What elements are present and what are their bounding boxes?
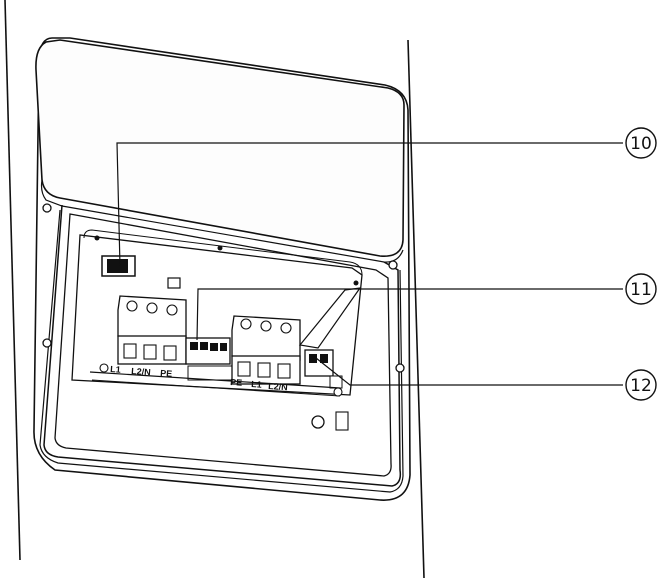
housing-screws xyxy=(42,203,405,373)
terminal-block-right xyxy=(231,315,301,385)
ribbon-cable xyxy=(298,287,362,349)
cover-lid xyxy=(35,39,405,257)
wall-edge-right xyxy=(407,39,425,579)
cp-connector xyxy=(304,349,343,389)
plate-screw xyxy=(217,245,223,251)
terminal-label-left-1: L1 xyxy=(110,364,121,375)
svg-text:12: 12 xyxy=(630,376,652,396)
terminal-label-right-2: L1 xyxy=(251,379,262,390)
mounting-plate xyxy=(71,234,363,396)
callout-11: 11 xyxy=(625,273,657,305)
terminal-label-left-2: L2/N xyxy=(131,366,151,377)
terminal-label-left-3: PE xyxy=(160,368,173,379)
cable-entry xyxy=(335,411,349,431)
cable-gland xyxy=(311,415,325,429)
din-rail xyxy=(89,371,341,389)
callout-10: 10 xyxy=(625,127,657,159)
leader-line-10 xyxy=(116,142,623,267)
svg-text:11: 11 xyxy=(630,280,652,300)
callout-12: 12 xyxy=(625,369,657,401)
wall-edge-left xyxy=(4,0,21,561)
svg-text:10: 10 xyxy=(630,134,652,154)
plate-screw xyxy=(94,235,100,241)
indicator-led xyxy=(167,277,181,289)
terminal-label-right-1: PE xyxy=(230,377,243,388)
housing-inner-rim xyxy=(39,209,404,493)
din-rail-lower xyxy=(91,379,341,397)
terminal-label-right-3: L2/N xyxy=(268,381,288,392)
terminal-block-left xyxy=(117,295,187,365)
gasket-frame-inner xyxy=(54,213,392,477)
signal-connector xyxy=(185,337,233,381)
earth-screw xyxy=(99,363,109,373)
leader-line-11 xyxy=(196,288,623,341)
power-switch xyxy=(101,255,136,277)
plate-screw xyxy=(353,280,359,286)
gasket-frame-outer xyxy=(43,204,402,487)
earth-screw xyxy=(333,387,343,397)
leader-line-12 xyxy=(315,357,623,386)
